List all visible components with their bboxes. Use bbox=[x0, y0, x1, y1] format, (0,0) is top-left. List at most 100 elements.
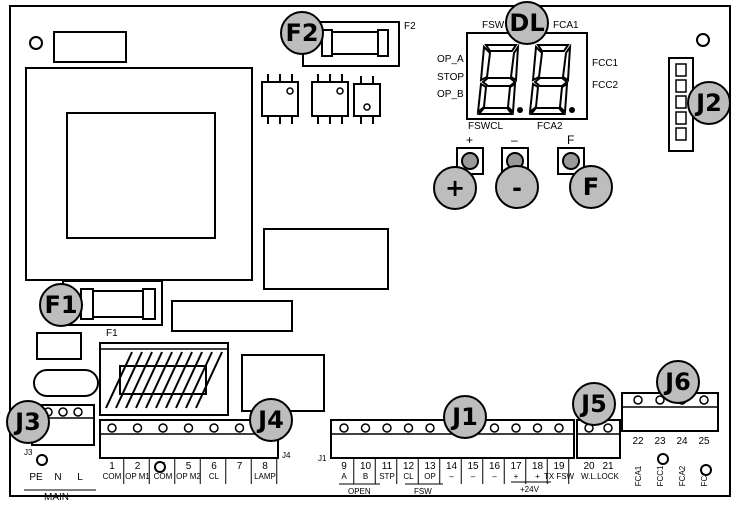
terminal-pin bbox=[158, 423, 168, 433]
svg-text:J3: J3 bbox=[13, 408, 41, 436]
callout-j6: J6 bbox=[656, 360, 700, 404]
terminal-sublabel: + bbox=[514, 472, 519, 481]
mounting-hole-bottom-left bbox=[36, 454, 48, 466]
terminal-pin bbox=[209, 423, 219, 433]
terminal-pin bbox=[339, 423, 349, 433]
terminal-number: 10 bbox=[360, 461, 372, 472]
terminal-number: 12 bbox=[403, 461, 415, 472]
svg-text:-: - bbox=[512, 174, 522, 202]
svg-text:F1: F1 bbox=[44, 291, 77, 319]
svg-text:F2: F2 bbox=[285, 19, 318, 47]
j1-small-label: J1 bbox=[318, 454, 327, 463]
j3-terminal-label: N bbox=[54, 472, 61, 483]
terminal-number: 8 bbox=[262, 461, 268, 472]
connector-j4 bbox=[99, 419, 279, 459]
svg-text:F: F bbox=[583, 173, 599, 201]
fca1-label: FCA1 bbox=[553, 20, 579, 31]
terminal-number: 16 bbox=[489, 461, 501, 472]
svg-text:J4: J4 bbox=[256, 406, 284, 434]
callout-j5: J5 bbox=[572, 382, 616, 426]
callout-plus: + bbox=[433, 166, 477, 210]
mounting-hole-j6-a bbox=[657, 453, 669, 465]
terminal-number: 15 bbox=[467, 461, 479, 472]
seven-segment-display bbox=[466, 32, 588, 120]
svg-text:J1: J1 bbox=[450, 403, 478, 431]
j3-terminal-label: PE bbox=[29, 472, 43, 483]
callout-f1: F1 bbox=[39, 283, 83, 327]
terminal-number: 23 bbox=[654, 436, 666, 447]
terminal-sublabel: COM bbox=[103, 472, 122, 481]
terminal-number: 9 bbox=[341, 461, 347, 472]
terminal-number: 2 bbox=[135, 461, 141, 472]
crystal-oscillator bbox=[33, 369, 99, 397]
j1-24v-label: +24V bbox=[520, 485, 540, 494]
terminal-pin bbox=[183, 423, 194, 433]
connector-j5 bbox=[576, 419, 621, 459]
button-f-label: F bbox=[567, 133, 574, 147]
fuse-f1-label: F1 bbox=[106, 328, 118, 339]
terminal-number: 21 bbox=[602, 461, 614, 472]
callout-f: F bbox=[569, 165, 613, 209]
mounting-hole-top-left bbox=[29, 36, 43, 50]
transformer-core bbox=[66, 112, 216, 239]
terminal-sublabel: – bbox=[492, 472, 497, 481]
fuse-f2-cap-left bbox=[321, 29, 333, 57]
fswcl-label: FSWCL bbox=[468, 121, 503, 132]
callout-j4: J4 bbox=[249, 398, 293, 442]
mounting-hole-j6-b bbox=[700, 464, 712, 476]
terminal-pin bbox=[532, 423, 543, 433]
ic-chip-3 bbox=[353, 76, 381, 124]
svg-text:J6: J6 bbox=[663, 368, 691, 396]
component-small-left bbox=[36, 332, 82, 360]
j3-group-label: MAIN bbox=[44, 492, 69, 503]
callout-j3: J3 bbox=[6, 400, 50, 444]
terminal-pin bbox=[554, 423, 564, 433]
stop-label: STOP bbox=[437, 72, 464, 83]
j1-open-label: OPEN bbox=[348, 487, 371, 496]
mounting-hole-j4 bbox=[154, 461, 166, 473]
terminal-sublabel: COM bbox=[154, 472, 173, 481]
terminal-sublabel: OP M1 bbox=[125, 472, 150, 481]
callout-dl: DL bbox=[505, 1, 549, 45]
terminal-number: 24 bbox=[676, 436, 688, 447]
svg-text:+: + bbox=[445, 174, 465, 202]
terminal-sublabel: FCA1 bbox=[634, 465, 643, 486]
terminal-number: 11 bbox=[382, 461, 393, 472]
terminal-number: 25 bbox=[698, 436, 710, 447]
terminal-number: 19 bbox=[553, 461, 565, 472]
terminal-number: 22 bbox=[632, 436, 644, 447]
svg-text:DL: DL bbox=[509, 9, 544, 37]
terminal-number: 1 bbox=[109, 461, 115, 472]
callout-j1: J1 bbox=[443, 395, 487, 439]
terminal-sublabel: OP bbox=[424, 472, 436, 481]
terminal-number: 7 bbox=[237, 461, 243, 472]
mounting-hole-top-right bbox=[696, 33, 710, 47]
terminal-sublabel: LOCK bbox=[597, 472, 619, 481]
j3-small-label: J3 bbox=[24, 448, 33, 457]
fuse-f2-cap-right bbox=[377, 29, 389, 57]
terminal-number: 17 bbox=[510, 461, 522, 472]
svg-text:J2: J2 bbox=[694, 89, 722, 117]
terminal-sublabel: A bbox=[341, 472, 347, 481]
ic-chip-2 bbox=[311, 74, 349, 124]
j1-fsw-label: FSW bbox=[414, 487, 432, 496]
terminal-number: 14 bbox=[446, 461, 458, 472]
terminal-pin bbox=[132, 423, 143, 433]
terminal-sublabel: OP M2 bbox=[176, 472, 201, 481]
component-mid-bar bbox=[171, 300, 293, 332]
terminal-sublabel: FCA2 bbox=[678, 465, 687, 486]
terminal-number: 6 bbox=[211, 461, 217, 472]
fuse-f1-cap-right bbox=[142, 288, 156, 320]
terminal-pin bbox=[489, 423, 500, 433]
ic-chip-1 bbox=[261, 74, 299, 124]
terminal-pin bbox=[382, 423, 392, 433]
terminal-sublabel: – bbox=[449, 472, 454, 481]
callout-minus: - bbox=[495, 165, 539, 209]
callout-j2: J2 bbox=[687, 81, 731, 125]
terminal-sublabel: B bbox=[363, 472, 368, 481]
terminal-pin bbox=[234, 423, 245, 433]
fcc1-label: FCC1 bbox=[592, 58, 619, 69]
terminal-pin bbox=[403, 423, 414, 433]
terminal-sublabel: TX FSW bbox=[544, 472, 575, 481]
